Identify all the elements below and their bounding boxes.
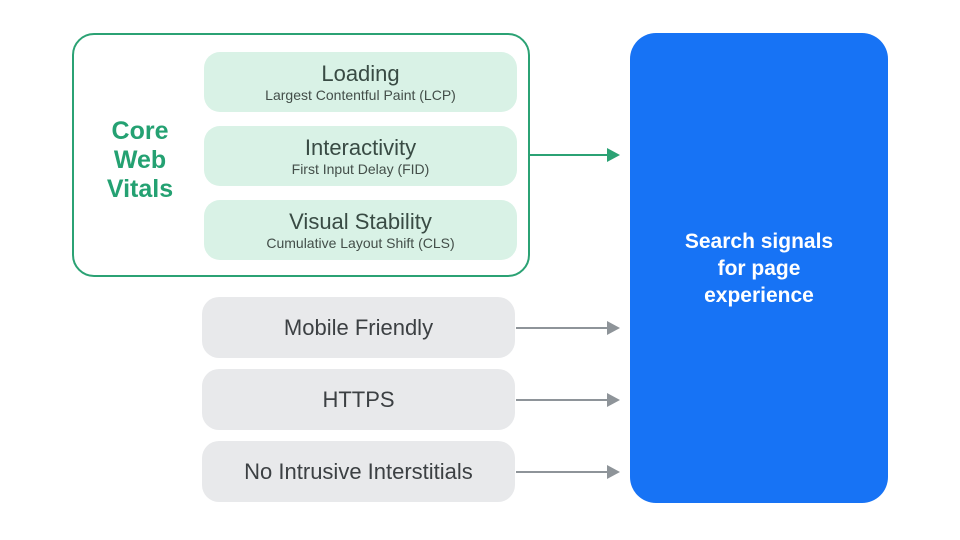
- vital-pill-loading: Loading Largest Contentful Paint (LCP): [204, 52, 517, 112]
- vital-pill-interactivity: Interactivity First Input Delay (FID): [204, 126, 517, 186]
- search-signals-label: Search signals for page experience: [684, 229, 834, 307]
- vital-pill-visual-stability: Visual Stability Cumulative Layout Shift…: [204, 200, 517, 260]
- core-web-vitals-group: Core Web Vitals Loading Largest Contentf…: [72, 33, 530, 277]
- arrow-https: [516, 393, 620, 407]
- vital-subtitle: Largest Contentful Paint (LCP): [265, 86, 456, 103]
- search-signals-box: Search signals for page experience: [630, 33, 888, 503]
- vital-subtitle: Cumulative Layout Shift (CLS): [266, 234, 455, 251]
- vital-title: Loading: [321, 60, 400, 86]
- arrow-mobile-friendly: [516, 321, 620, 335]
- core-web-vitals-label: Core Web Vitals: [106, 117, 174, 203]
- vital-title: Visual Stability: [289, 208, 432, 234]
- signal-box-https: HTTPS: [202, 369, 515, 430]
- arrow-no-intrusive-interstitials: [516, 465, 620, 479]
- vital-subtitle: First Input Delay (FID): [291, 160, 430, 177]
- signal-box-no-intrusive-interstitials: No Intrusive Interstitials: [202, 441, 515, 502]
- vital-title: Interactivity: [304, 134, 417, 160]
- signal-box-mobile-friendly: Mobile Friendly: [202, 297, 515, 358]
- arrow-core-web-vitals: [530, 148, 620, 162]
